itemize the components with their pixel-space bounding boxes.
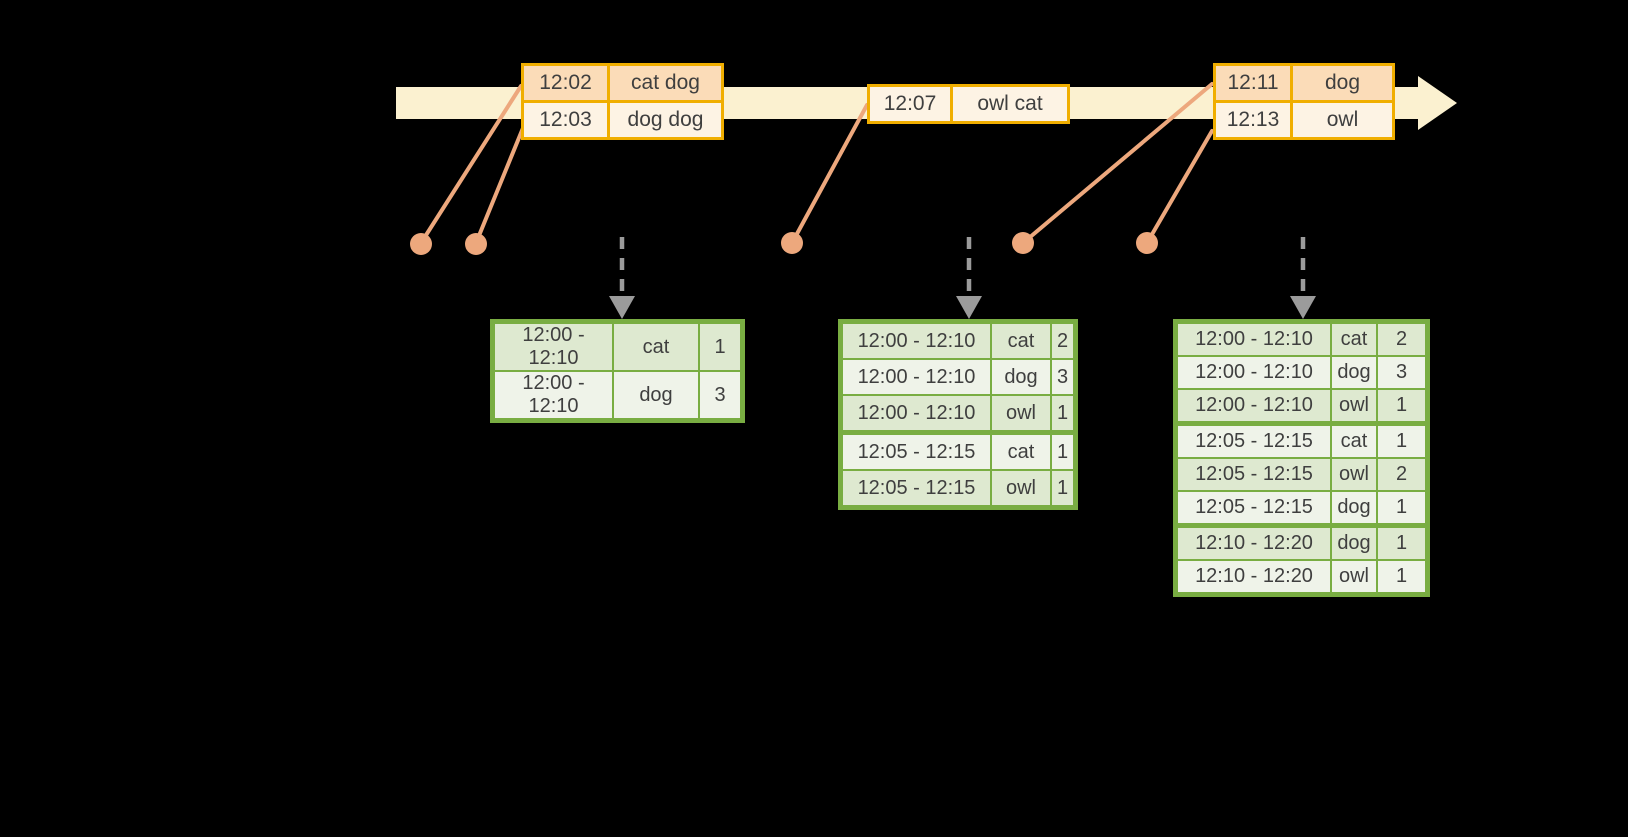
event-time: 12:11 xyxy=(1213,63,1293,103)
count-cell: 1 xyxy=(1376,421,1429,459)
event-connector-lines xyxy=(419,82,1214,245)
event-table-1: 12:02 cat dog 12:03 dog dog xyxy=(521,63,724,140)
event-markers xyxy=(410,232,1158,255)
connector-line xyxy=(474,126,525,245)
word-cell: dog xyxy=(1330,523,1378,561)
result-table-2: 12:00 - 12:10 cat 2 12:00 - 12:10 dog 3 … xyxy=(838,319,1078,510)
event-time: 12:13 xyxy=(1213,100,1293,140)
count-cell: 1 xyxy=(1050,394,1077,434)
connector-line xyxy=(790,103,869,245)
count-cell: 1 xyxy=(1376,490,1429,527)
count-cell: 1 xyxy=(1050,430,1077,471)
window-cell: 12:00 - 12:10 xyxy=(491,370,614,422)
event-row: 12:03 dog dog xyxy=(521,100,724,140)
connector-line xyxy=(419,84,523,245)
word-cell: cat xyxy=(990,430,1052,471)
connector-line xyxy=(1145,129,1214,245)
word-cell: dog xyxy=(612,370,700,422)
result-table-3: 12:00 - 12:10 cat 2 12:00 - 12:10 dog 3 … xyxy=(1173,319,1430,597)
word-cell: cat xyxy=(990,320,1052,360)
count-cell: 3 xyxy=(698,370,744,422)
result-row: 12:00 - 12:10 dog 3 xyxy=(1174,355,1429,390)
timeline-arrow-icon xyxy=(1418,76,1457,130)
word-cell: dog xyxy=(1330,490,1378,527)
result-row: 12:00 - 12:10 dog 3 xyxy=(839,358,1077,396)
event-table-2: 12:07 owl cat xyxy=(867,84,1070,124)
result-row: 12:10 - 12:20 dog 1 xyxy=(1174,523,1429,561)
word-cell: owl xyxy=(990,394,1052,434)
word-cell: dog xyxy=(1330,355,1378,390)
event-row: 12:13 owl xyxy=(1213,100,1395,140)
event-words: owl xyxy=(1290,100,1395,140)
window-cell: 12:00 - 12:10 xyxy=(839,358,992,396)
trigger-arrows xyxy=(619,237,1306,298)
word-cell: cat xyxy=(612,320,700,372)
connector-line xyxy=(1021,82,1214,245)
word-cell: owl xyxy=(1330,559,1378,596)
word-cell: cat xyxy=(1330,320,1378,357)
result-table-1: 12:00 - 12:10 cat 1 12:00 - 12:10 dog 3 xyxy=(490,319,745,423)
result-row: 12:00 - 12:10 cat 1 xyxy=(491,320,744,372)
count-cell: 1 xyxy=(1050,469,1077,509)
count-cell: 2 xyxy=(1376,457,1429,492)
count-cell: 3 xyxy=(1050,358,1077,396)
event-row: 12:07 owl cat xyxy=(867,84,1070,124)
window-cell: 12:10 - 12:20 xyxy=(1174,523,1332,561)
event-marker-dot-icon xyxy=(781,232,803,254)
event-words: cat dog xyxy=(607,63,724,103)
count-cell: 1 xyxy=(1376,388,1429,425)
result-row: 12:00 - 12:10 cat 2 xyxy=(1174,320,1429,357)
window-cell: 12:00 - 12:10 xyxy=(1174,355,1332,390)
window-cell: 12:10 - 12:20 xyxy=(1174,559,1332,596)
word-cell: owl xyxy=(990,469,1052,509)
event-marker-dot-icon xyxy=(1012,232,1034,254)
count-cell: 1 xyxy=(698,320,744,372)
event-marker-dot-icon xyxy=(1136,232,1158,254)
result-row: 12:05 - 12:15 cat 1 xyxy=(1174,421,1429,459)
event-row: 12:02 cat dog xyxy=(521,63,724,103)
down-arrowhead-icon xyxy=(609,296,635,319)
result-row: 12:05 - 12:15 cat 1 xyxy=(839,430,1077,471)
event-time: 12:02 xyxy=(521,63,610,103)
count-cell: 2 xyxy=(1376,320,1429,357)
count-cell: 2 xyxy=(1050,320,1077,360)
event-words: owl cat xyxy=(950,84,1070,124)
trigger-arrowheads xyxy=(609,296,1316,319)
event-time: 12:07 xyxy=(867,84,953,124)
word-cell: dog xyxy=(990,358,1052,396)
event-time: 12:03 xyxy=(521,100,610,140)
count-cell: 1 xyxy=(1376,523,1429,561)
result-row: 12:05 - 12:15 owl 2 xyxy=(1174,457,1429,492)
event-marker-dot-icon xyxy=(410,233,432,255)
result-row: 12:00 - 12:10 cat 2 xyxy=(839,320,1077,360)
event-row: 12:11 dog xyxy=(1213,63,1395,103)
result-row: 12:00 - 12:10 owl 1 xyxy=(839,394,1077,434)
word-cell: cat xyxy=(1330,421,1378,459)
result-row: 12:05 - 12:15 dog 1 xyxy=(1174,490,1429,527)
window-cell: 12:00 - 12:10 xyxy=(1174,388,1332,425)
event-marker-dot-icon xyxy=(465,233,487,255)
window-cell: 12:00 - 12:10 xyxy=(1174,320,1332,357)
result-row: 12:10 - 12:20 owl 1 xyxy=(1174,559,1429,596)
window-cell: 12:05 - 12:15 xyxy=(1174,490,1332,527)
event-table-3: 12:11 dog 12:13 owl xyxy=(1213,63,1395,140)
window-cell: 12:05 - 12:15 xyxy=(1174,457,1332,492)
word-cell: owl xyxy=(1330,388,1378,425)
count-cell: 1 xyxy=(1376,559,1429,596)
result-row: 12:05 - 12:15 owl 1 xyxy=(839,469,1077,509)
word-cell: owl xyxy=(1330,457,1378,492)
result-row: 12:00 - 12:10 owl 1 xyxy=(1174,388,1429,425)
window-cell: 12:05 - 12:15 xyxy=(1174,421,1332,459)
window-cell: 12:05 - 12:15 xyxy=(839,469,992,509)
event-words: dog dog xyxy=(607,100,724,140)
result-row: 12:00 - 12:10 dog 3 xyxy=(491,370,744,422)
down-arrowhead-icon xyxy=(1290,296,1316,319)
window-cell: 12:05 - 12:15 xyxy=(839,430,992,471)
down-arrowhead-icon xyxy=(956,296,982,319)
window-cell: 12:00 - 12:10 xyxy=(839,394,992,434)
event-words: dog xyxy=(1290,63,1395,103)
window-cell: 12:00 - 12:10 xyxy=(491,320,614,372)
window-cell: 12:00 - 12:10 xyxy=(839,320,992,360)
count-cell: 3 xyxy=(1376,355,1429,390)
